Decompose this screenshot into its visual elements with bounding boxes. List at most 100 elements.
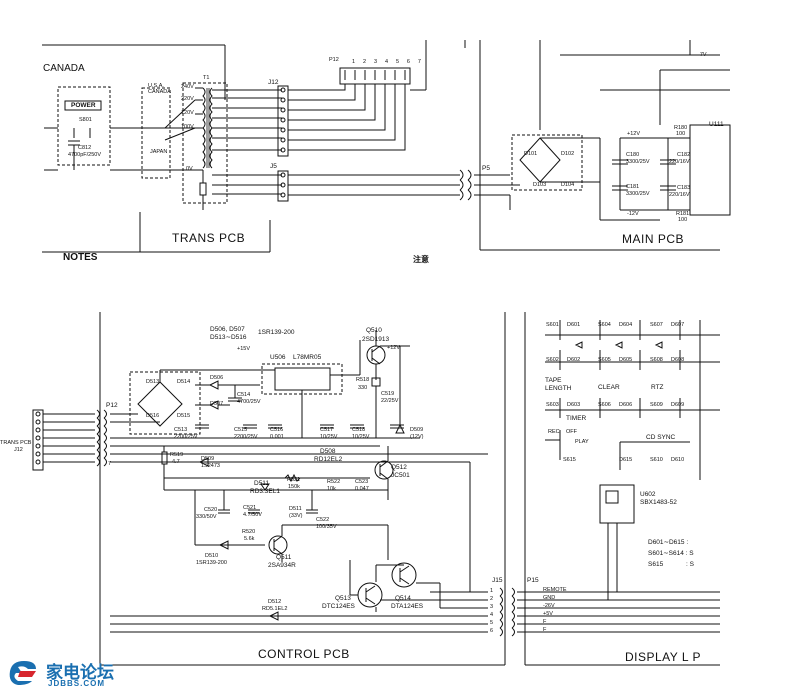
r181-label: R181	[676, 211, 690, 217]
region-canada-title: CANADA	[43, 63, 85, 74]
d511b-value: (33V)	[289, 513, 303, 519]
c523-label: C523	[355, 479, 369, 485]
c812-value: 4700pF/250V	[68, 152, 102, 158]
d509-zener-label: D509	[410, 427, 424, 433]
c812-label: C812	[78, 145, 92, 151]
tap-100v: 100V	[181, 124, 194, 130]
site-logo[interactable]: 家电论坛 JDBBS.COM	[6, 655, 146, 691]
minus12v-label: -12V	[627, 211, 639, 217]
region-usa-label: U.S.A.	[148, 83, 164, 89]
j12-label: J12	[268, 79, 279, 86]
c181-value: 3300/25V	[626, 191, 650, 197]
notes-heading-cn: 注意	[413, 255, 429, 264]
c522-label: C522	[316, 517, 330, 523]
d511-label: D511	[254, 480, 270, 487]
u602-label: U602	[640, 491, 656, 498]
display-pcb-title: DISPLAY L P	[625, 650, 701, 664]
legend-d601-d615: D601∼D615 :	[648, 539, 689, 546]
u506-label: U506	[270, 354, 286, 361]
p12-pin-7: 7	[108, 461, 112, 467]
q513-label: Q513	[335, 595, 351, 602]
switch-rec: REC	[548, 429, 560, 435]
d510-label: D510	[205, 553, 219, 559]
trans-pcb-ref: TRANS PCB	[0, 440, 32, 446]
key-d603: D603	[567, 402, 581, 408]
switch-play: PLAY	[575, 439, 589, 445]
r521-value: 150k	[288, 484, 300, 490]
d508-label: D508	[320, 448, 336, 455]
key-d608: D608	[671, 357, 685, 363]
key-s608: S608	[650, 357, 663, 363]
key-d606: D606	[619, 402, 633, 408]
j15-pin-5: 5	[490, 620, 494, 626]
c515-value: 2200/25V	[234, 434, 258, 440]
tap-0v: 0V	[186, 166, 193, 172]
key-s615: S615	[563, 457, 576, 463]
trans-pcb-title: TRANS PCB	[172, 231, 246, 245]
c516-value: 0.001	[270, 434, 284, 440]
plus15v-label: +15V	[237, 346, 250, 352]
p15-pin-f2: F	[543, 627, 547, 633]
top-panel	[42, 40, 731, 253]
q512-part: JC501	[391, 472, 410, 479]
r520-label: R520	[242, 529, 256, 535]
j15-pin-4: 4	[490, 612, 494, 618]
d515-label: D515	[177, 413, 191, 419]
q514-label: Q514	[395, 595, 411, 602]
s801-label: S801	[79, 117, 92, 123]
notes-heading: NOTES	[63, 252, 98, 263]
c522-value: 100/35V	[316, 524, 337, 530]
minus7v-label: -7V	[698, 52, 707, 58]
r519-label: R519	[170, 452, 184, 458]
key-d605: D605	[619, 357, 633, 363]
c183-value: 220/16V	[669, 192, 690, 198]
key-s604: S604	[598, 322, 611, 328]
legend-s601-s614: S601∼S614 : S	[648, 550, 694, 557]
j12-ref: J12	[14, 447, 23, 453]
key-d607: D607	[671, 322, 685, 328]
c519-value: 22/25V	[381, 398, 399, 404]
j15-label: J15	[492, 577, 503, 584]
key-d601: D601	[567, 322, 581, 328]
r522-value: 10k	[327, 486, 336, 492]
q514-part: DTA124ES	[391, 603, 424, 610]
c521-value: 4.7/50V	[243, 512, 262, 518]
key-tape-length: TAPE LENGTH	[545, 377, 572, 392]
c518-label: C518	[352, 427, 366, 433]
d102-label: D102	[561, 151, 575, 157]
p12-bottom-label: P12	[106, 402, 118, 409]
u602-part: SBX1483-52	[640, 499, 677, 506]
region-canada-label: CANADA	[148, 89, 171, 95]
c180-label: C180	[626, 152, 640, 158]
key-cd-sync: CD SYNC	[646, 434, 676, 441]
r180-label: R180	[674, 125, 688, 131]
c517-label: C517	[320, 427, 334, 433]
q511-part: 2SA934R	[268, 562, 296, 569]
d104-label: D104	[561, 182, 575, 188]
d510-part: 1SR139-200	[196, 560, 227, 566]
d506-d507-label: D506, D507	[210, 326, 245, 333]
p15-label: P15	[527, 577, 539, 584]
switch-off: OFF	[566, 429, 577, 435]
tap-220v: 220V	[181, 96, 194, 102]
d516-label: D516	[146, 413, 160, 419]
d507-label: D507	[210, 401, 224, 407]
tap-120v: 120V	[181, 110, 194, 116]
c516-label: C516	[270, 427, 284, 433]
key-d604: D604	[619, 322, 633, 328]
key-s607: S607	[650, 322, 663, 328]
j15-pin-6: 6	[490, 628, 494, 634]
q510-label: Q510	[366, 327, 382, 334]
d508-part: RD12EL2	[314, 456, 343, 463]
d103-label: D103	[533, 182, 547, 188]
s509-part: 1S2473	[201, 463, 220, 469]
c182-label: C182	[677, 152, 691, 158]
p12-pin-numbers: 1 2 3 4 5 6 7	[352, 59, 425, 65]
d511b-label: D511	[289, 506, 302, 512]
d513-d516-label: D513∼D516	[210, 334, 247, 341]
u111-label: U111	[709, 121, 724, 128]
c513-value: 2200/25V	[174, 434, 198, 440]
c520-label: C520	[204, 507, 218, 513]
c520-value: 330/50V	[196, 514, 217, 520]
